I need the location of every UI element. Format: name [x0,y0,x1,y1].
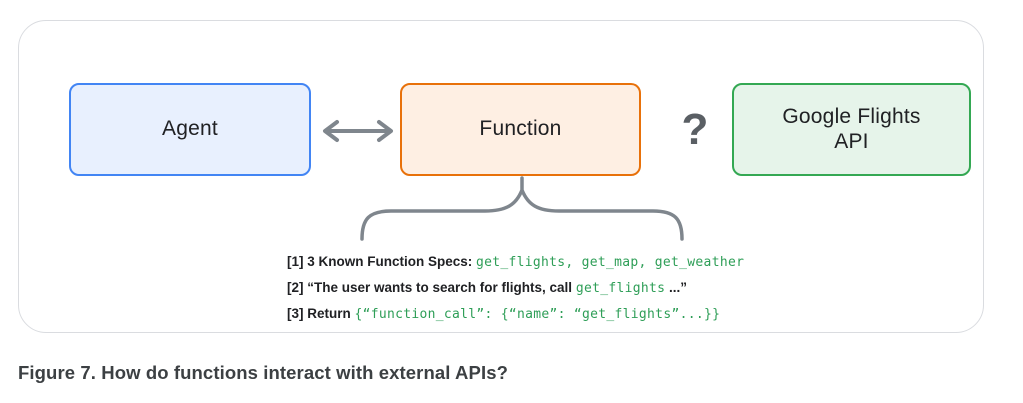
annotation-1-text: [1] 3 Known Function Specs: [287,254,477,269]
function-box: Function [400,83,641,176]
google-flights-api-label: Google Flights API [782,105,921,153]
annotation-2-text: [2] “The user wants to search for flight… [287,280,576,295]
curly-brace-icon [360,176,684,241]
question-mark: ? [681,105,709,154]
figure-frame: Agent Function ? Google Flights API [1] … [18,20,984,333]
annotation-2-suffix: ...” [665,280,687,295]
annotation-line-2: [2] “The user wants to search for flight… [287,275,744,301]
function-label: Function [479,117,562,141]
bidirectional-arrow-icon [323,120,393,142]
agent-box: Agent [69,83,311,176]
google-flights-api-box: Google Flights API [732,83,971,176]
annotation-2-code: get_flights [575,281,666,296]
annotation-3-code: {“function_call”: {“name”: “get_flights”… [354,307,721,322]
annotation-1-code: get_flights, get_map, get_weather [476,255,745,270]
annotation-line-1: [1] 3 Known Function Specs: get_flights,… [287,249,744,275]
figure-caption: Figure 7. How do functions interact with… [18,362,508,383]
agent-label: Agent [162,117,218,141]
annotation-list: [1] 3 Known Function Specs: get_flights,… [287,249,744,327]
annotation-3-text: [3] Return [287,306,355,321]
annotation-line-3: [3] Return {“function_call”: {“name”: “g… [287,301,744,327]
